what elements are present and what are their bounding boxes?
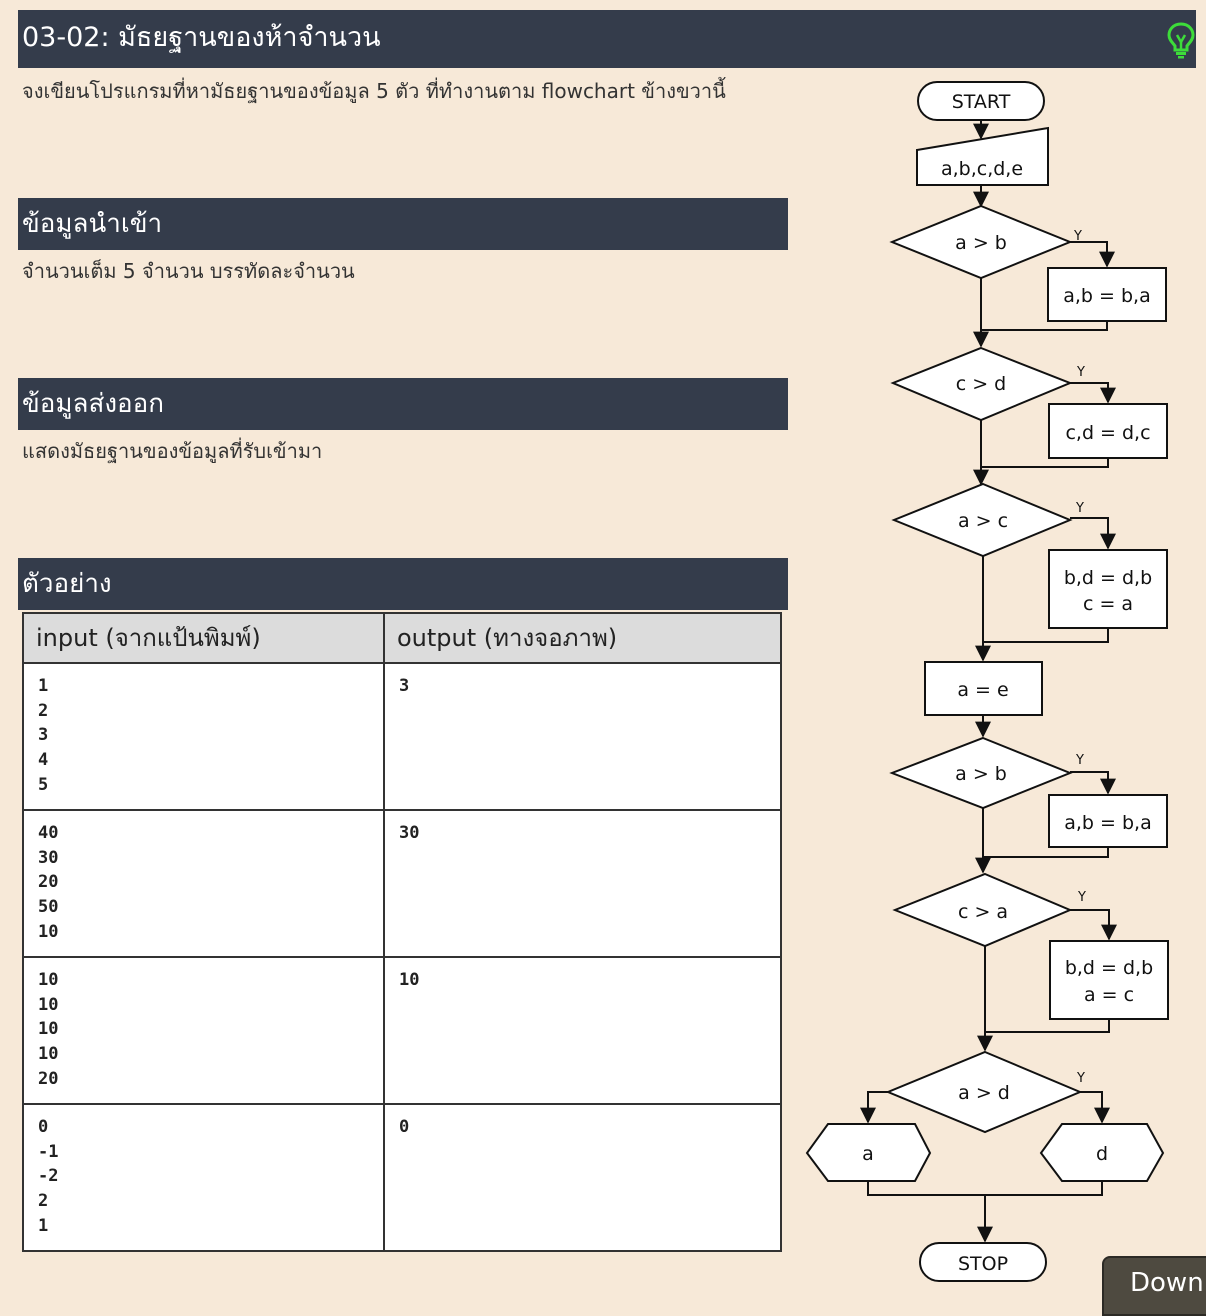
input-section-title: ข้อมูลนำเข้า <box>22 209 163 239</box>
cond4-label: a > b <box>955 763 1007 785</box>
page-title: 03-02: มัธยฐานของห้าจำนวน <box>22 22 381 53</box>
table-header-input: input (จากแป้นพิมพ์) <box>22 612 385 664</box>
output-a-label: a <box>862 1143 874 1165</box>
input-section-text: จำนวนเต็ม 5 จำนวน บรรทัดละจำนวน <box>22 259 355 283</box>
table-row: 1 2 3 4 5 3 <box>22 662 782 811</box>
cond3-label: a > c <box>958 510 1008 532</box>
input-parallelogram <box>916 126 1049 186</box>
input-cell: 1 2 3 4 5 <box>22 662 385 811</box>
decision-c-gt-a <box>892 872 1073 948</box>
decision-a-gt-b-2 <box>889 736 1073 810</box>
output-section-text: แสดงมัธยฐานของข้อมูลที่รับเข้ามา <box>22 439 323 463</box>
swap1-label: a,b = b,a <box>1063 285 1151 307</box>
median-flowchart: START a,b,c,d,e a > b a,b = b,a c > d c,… <box>805 81 1169 1282</box>
title-bar: 03-02: มัธยฐานของห้าจำนวน <box>18 10 1196 68</box>
yes-label: Y <box>1077 890 1086 905</box>
process-swap-bd-a <box>1049 940 1169 1020</box>
yes-label: Y <box>1073 229 1082 244</box>
process-swap-ab-2 <box>1048 794 1168 848</box>
swap3-line2: c = a <box>1083 593 1133 615</box>
assign-label: a = e <box>957 679 1008 701</box>
swap2-label: c,d = d,c <box>1065 422 1150 444</box>
output-d-label: d <box>1096 1143 1108 1165</box>
download-button[interactable]: Download <box>1102 1256 1206 1316</box>
example-table: input (จากแป้นพิมพ์) output (ทางจอภาพ) 1… <box>22 612 782 1252</box>
swap3-line1: b,d = d,b <box>1064 567 1152 589</box>
lightbulb-icon[interactable] <box>1162 20 1200 60</box>
input-cell: 10 10 10 10 20 <box>22 956 385 1105</box>
input-cell: 40 30 20 50 10 <box>22 809 385 958</box>
problem-description: จงเขียนโปรแกรมที่หามัธยฐานของข้อมูล 5 ตั… <box>22 79 726 103</box>
cond2-label: c > d <box>956 373 1007 395</box>
table-row: 40 30 20 50 10 30 <box>22 809 782 958</box>
table-header-row: input (จากแป้นพิมพ์) output (ทางจอภาพ) <box>22 612 782 664</box>
yes-label: Y <box>1075 501 1084 516</box>
output-section-title: ข้อมูลส่งออก <box>22 389 164 419</box>
swap4-label: a,b = b,a <box>1064 812 1152 834</box>
process-swap-ab <box>1047 267 1167 322</box>
start-label: START <box>952 91 1011 113</box>
stop-terminal <box>919 1242 1047 1282</box>
swap5-line1: b,d = d,b <box>1065 957 1153 979</box>
input-cell: 0 -1 -2 2 1 <box>22 1103 385 1252</box>
output-section-header: ข้อมูลส่งออก <box>18 378 788 430</box>
decision-a-gt-b <box>889 204 1073 280</box>
table-header-output: output (ทางจอภาพ) <box>383 612 782 664</box>
yes-label: Y <box>1075 753 1084 768</box>
output-d-display <box>1039 1123 1165 1182</box>
output-cell: 10 <box>383 956 782 1105</box>
example-section-title: ตัวอย่าง <box>22 569 112 599</box>
input-section-header: ข้อมูลนำเข้า <box>18 198 788 250</box>
output-cell: 3 <box>383 662 782 811</box>
stop-label: STOP <box>958 1253 1008 1275</box>
input-label: a,b,c,d,e <box>941 158 1023 180</box>
example-section-header: ตัวอย่าง <box>18 558 788 610</box>
swap5-line2: a = c <box>1084 984 1134 1006</box>
start-terminal <box>917 81 1045 121</box>
cond1-label: a > b <box>955 232 1007 254</box>
process-swap-cd <box>1048 403 1168 459</box>
cond5-label: c > a <box>958 901 1008 923</box>
yes-label: Y <box>1076 1071 1085 1086</box>
cond6-label: a > d <box>958 1082 1010 1104</box>
decision-a-gt-d <box>885 1050 1083 1134</box>
decision-c-gt-d <box>890 346 1073 422</box>
table-row: 0 -1 -2 2 1 0 <box>22 1103 782 1252</box>
output-cell: 0 <box>383 1103 782 1252</box>
table-row: 10 10 10 10 20 10 <box>22 956 782 1105</box>
yes-label: Y <box>1076 365 1085 380</box>
decision-a-gt-c <box>891 482 1073 558</box>
output-a-display <box>805 1123 932 1182</box>
process-swap-bd-c <box>1048 549 1168 629</box>
output-cell: 30 <box>383 809 782 958</box>
process-assign-ae <box>924 661 1043 716</box>
